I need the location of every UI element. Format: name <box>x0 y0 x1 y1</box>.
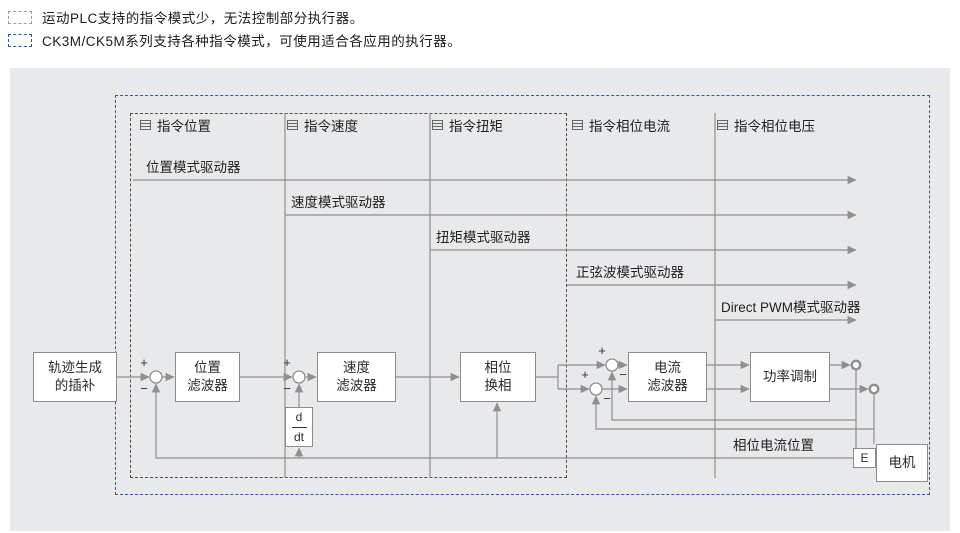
plus-sign: + <box>283 355 291 370</box>
plus-sign: + <box>140 355 148 370</box>
column-header-label: 指令相位电压 <box>734 119 815 134</box>
list-icon <box>432 120 443 130</box>
current-filter-line2: 滤波器 <box>647 378 688 393</box>
drive-mode-label-sine: 正弦波模式驱动器 <box>576 265 684 280</box>
feedback-label: 相位电流位置 <box>733 438 814 453</box>
ddt-numerator: d <box>295 410 303 425</box>
phase-commutation-box: 相位 换相 <box>460 352 536 402</box>
motor-box: 电机 <box>876 444 928 482</box>
legend-item-plc: 运动PLC支持的指令模式少，无法控制部分执行器。 <box>8 8 364 26</box>
sum-junctions <box>149 358 880 396</box>
column-header-command-position: 指令位置 <box>140 117 211 134</box>
trajectory-line1: 轨迹生成 <box>48 359 102 375</box>
drive-mode-label-velocity: 速度模式驱动器 <box>291 195 386 210</box>
motor-label: 电机 <box>888 454 916 470</box>
plc-scope-box <box>130 113 567 478</box>
sum-junction-position <box>149 370 163 384</box>
list-icon <box>140 120 151 130</box>
drive-mode-label-direct-pwm: Direct PWM模式驱动器 <box>721 300 861 315</box>
column-header-label: 指令相位电流 <box>589 119 670 134</box>
servo-loop-lines <box>117 360 875 459</box>
list-icon <box>572 120 583 130</box>
minus-sign: − <box>603 391 611 406</box>
position-filter-line1: 位置 <box>194 359 221 375</box>
sum-junction-current-b <box>589 382 603 396</box>
current-sensor-dot-b <box>868 383 880 395</box>
phase-commutation-line2: 换相 <box>484 378 512 393</box>
column-divider-lines <box>284 113 716 478</box>
ddt-box: d dt <box>285 407 313 447</box>
current-filter-box: 电流 滤波器 <box>628 352 707 402</box>
legend-text-ck: CK3M/CK5M系列支持各种指令模式，可使用适合各应用的执行器。 <box>42 34 462 49</box>
drive-mode-label-position: 位置模式驱动器 <box>146 160 241 175</box>
ddt-denominator: dt <box>293 429 304 444</box>
column-header-command-phase-current: 指令相位电流 <box>572 117 670 134</box>
current-sensor-dot-a <box>850 359 862 371</box>
minus-sign: − <box>140 381 148 396</box>
power-modulation-box: 功率调制 <box>750 352 830 402</box>
trajectory-line2: 的插补 <box>54 378 96 393</box>
column-header-label: 指令扭矩 <box>449 119 503 134</box>
plus-sign: + <box>581 367 589 382</box>
minus-sign: − <box>283 381 291 396</box>
column-header-command-velocity: 指令速度 <box>287 117 358 134</box>
velocity-filter-box: 速度 滤波器 <box>317 352 396 402</box>
legend-text-plc: 运动PLC支持的指令模式少，无法控制部分执行器。 <box>42 11 364 26</box>
velocity-filter-line1: 速度 <box>343 359 370 375</box>
column-header-command-torque: 指令扭矩 <box>432 117 503 134</box>
plus-sign: + <box>598 343 606 358</box>
position-filter-line2: 滤波器 <box>187 378 228 393</box>
minus-sign: − <box>619 367 627 382</box>
list-icon <box>717 120 728 130</box>
sum-junction-current-a <box>605 358 619 372</box>
column-header-label: 指令位置 <box>157 119 211 134</box>
drive-mode-arrows <box>133 175 857 325</box>
column-header-label: 指令速度 <box>304 119 358 134</box>
encoder-box: E <box>853 448 876 468</box>
position-filter-box: 位置 滤波器 <box>175 352 240 402</box>
diagram-panel <box>10 68 950 531</box>
power-modulation-label: 功率调制 <box>763 368 817 384</box>
phase-commutation-line1: 相位 <box>484 359 512 375</box>
column-header-command-phase-voltage: 指令相位电压 <box>717 117 815 134</box>
plc-dashed-box-icon <box>8 10 32 24</box>
sum-junction-velocity <box>292 370 306 384</box>
fraction-bar <box>291 426 307 428</box>
legend-item-ck: CK3M/CK5M系列支持各种指令模式，可使用适合各应用的执行器。 <box>8 31 461 49</box>
ck-dashed-box-icon <box>8 33 32 47</box>
velocity-filter-line2: 滤波器 <box>336 378 377 393</box>
ck-scope-box <box>115 95 930 495</box>
trajectory-box: 轨迹生成 的插补 <box>33 352 117 402</box>
list-icon <box>287 120 298 130</box>
current-filter-line1: 电流 <box>654 359 681 375</box>
encoder-label: E <box>860 450 869 465</box>
drive-mode-label-torque: 扭矩模式驱动器 <box>436 230 531 245</box>
